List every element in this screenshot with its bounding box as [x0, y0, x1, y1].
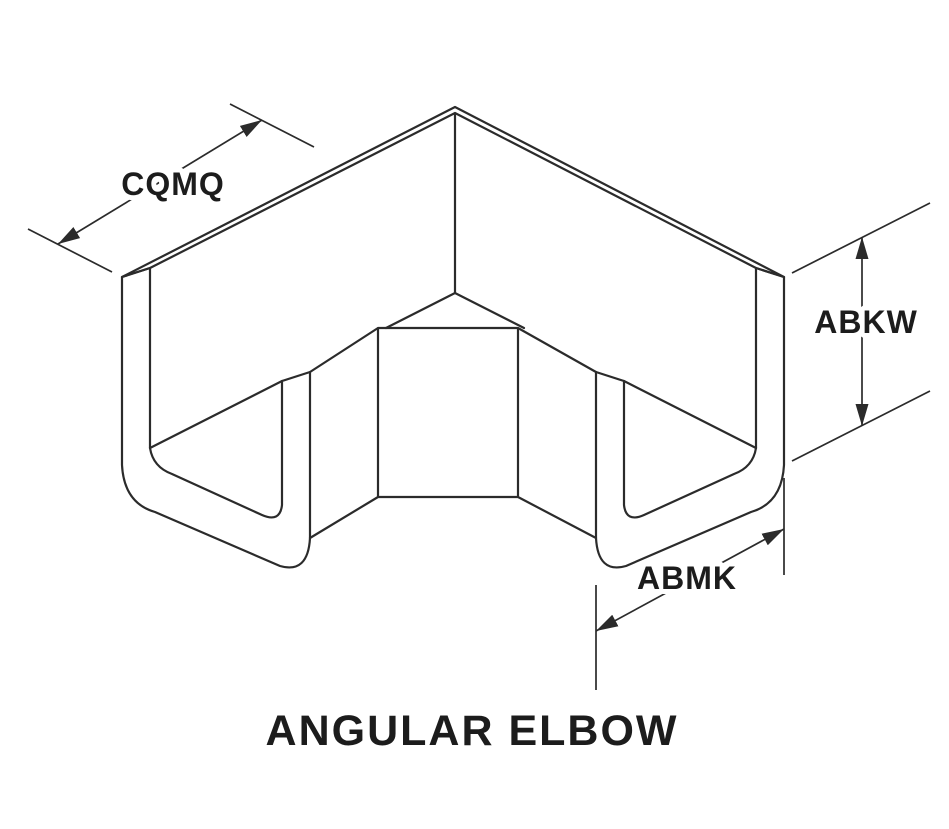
interior-edge-lines: [148, 291, 758, 450]
figure-title: ANGULAR ELBOW: [266, 707, 679, 755]
abmk-dimension-line-right: [689, 528, 785, 581]
inner-corner-panel: [308, 326, 598, 540]
right-end-cut-face: [594, 266, 786, 569]
abmk-label: ABMK: [637, 560, 737, 596]
elbow-body: [120, 105, 786, 569]
cqmq-dimension-line-left: [57, 181, 161, 245]
cqmq-dimension-line-right: [159, 119, 263, 183]
abkw-label: ABKW: [814, 304, 918, 340]
left-end-cut-face: [120, 266, 312, 569]
cqmq-label: CQMQ: [121, 166, 225, 202]
dimension-lines: [27, 103, 931, 690]
abmk-dimension-line-left: [595, 579, 691, 632]
